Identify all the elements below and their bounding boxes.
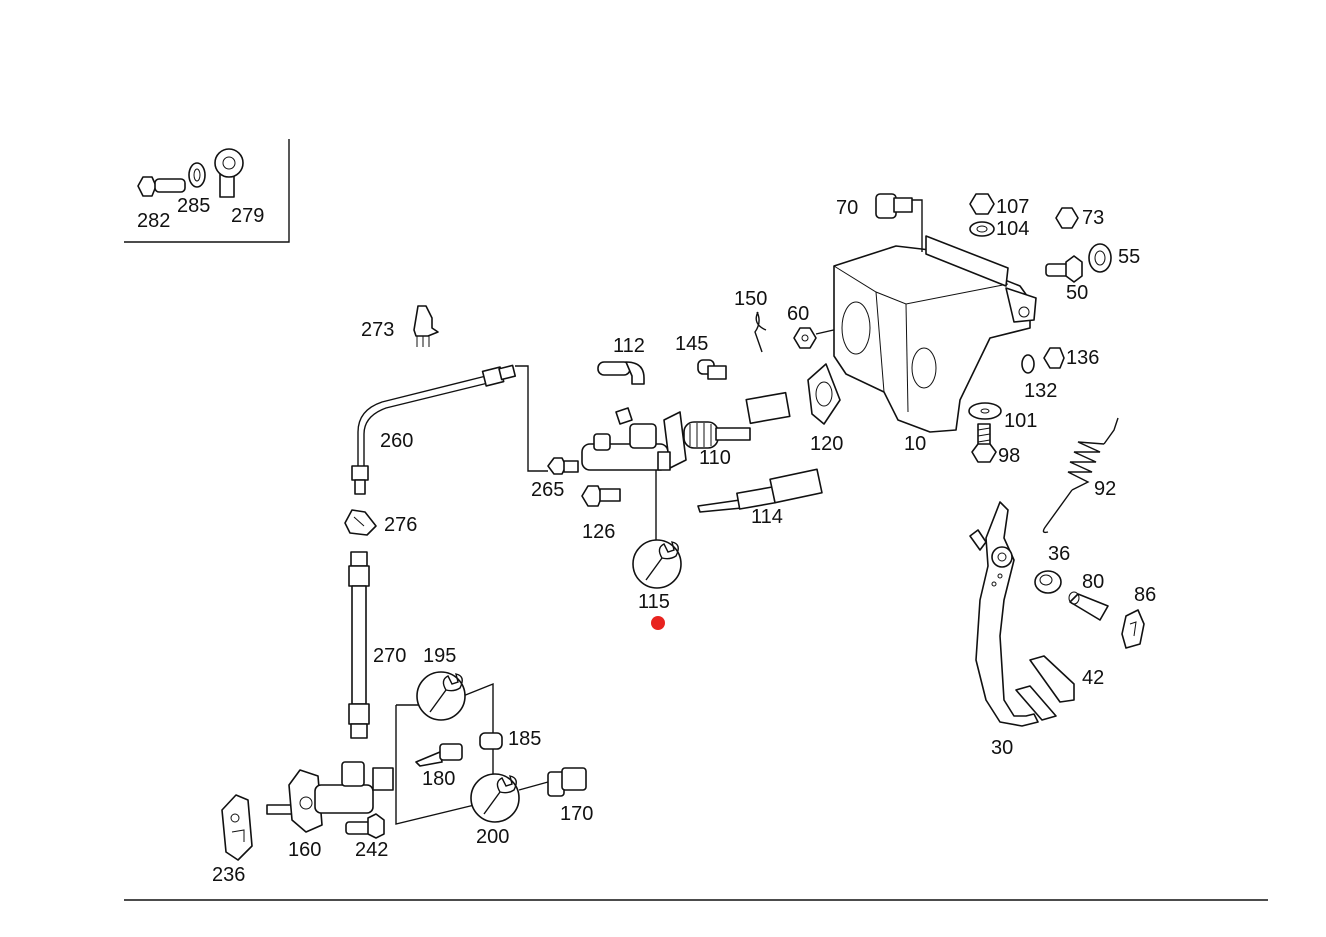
label-55: 55 [1118,246,1140,268]
label-42: 42 [1082,667,1104,689]
label-195: 195 [423,645,456,667]
label-70: 70 [836,197,858,219]
part-170-fitting[interactable] [547,767,587,797]
part-104-washer[interactable] [969,221,995,237]
part-86-clip[interactable] [1121,609,1145,649]
part-60-nut[interactable] [793,327,817,349]
part-110-master-cylinder[interactable] [581,391,791,471]
part-112-elbow-fitting[interactable] [597,361,645,385]
part-107-nut[interactable] [969,193,995,215]
label-180: 180 [422,768,455,790]
part-136-nut[interactable] [1043,347,1065,369]
label-60: 60 [787,303,809,325]
part-185-cap[interactable] [479,732,503,750]
wrench-icon [483,775,517,815]
label-150: 150 [734,288,767,310]
part-276-bracket[interactable] [344,509,377,536]
label-126: 126 [582,521,615,543]
label-114: 114 [751,506,783,528]
label-86: 86 [1134,584,1156,606]
inset-box: 282 285 279 [124,139,290,243]
label-107: 107 [996,196,1029,218]
label-145: 145 [675,333,708,355]
part-180-bleeder-screw[interactable] [415,743,463,767]
label-276: 276 [384,514,417,536]
label-112: 112 [613,335,645,357]
label-73: 73 [1082,207,1104,229]
part-42-pedal-pad[interactable] [1029,655,1075,703]
part-55-bushing[interactable] [1088,243,1112,273]
part-115-wrench-symbol [632,539,682,589]
label-120: 120 [810,433,843,455]
wrench-icon [645,541,679,581]
label-136: 136 [1066,347,1099,369]
part-279-banjo-fitting[interactable] [214,148,244,198]
label-279: 279 [231,205,264,227]
label-80: 80 [1082,571,1104,593]
part-270-hose[interactable] [348,551,370,739]
part-126-bolt[interactable] [581,485,621,507]
label-200: 200 [476,826,509,848]
part-30-clutch-pedal[interactable] [969,501,1057,727]
hotspot-marker[interactable] [651,616,665,630]
label-36: 36 [1048,543,1070,565]
label-101: 101 [1004,410,1037,432]
part-120-gasket[interactable] [807,363,841,425]
label-92: 92 [1094,478,1116,500]
label-242: 242 [355,839,388,861]
label-98: 98 [998,445,1020,467]
part-132-washer[interactable] [1021,354,1035,374]
part-282-banjo-bolt[interactable] [137,176,186,197]
part-73-nut[interactable] [1055,207,1079,229]
part-92-return-spring[interactable] [1042,417,1119,534]
label-265: 265 [531,479,564,501]
part-200-wrench-symbol [470,773,520,823]
part-98-bolt[interactable] [971,423,997,463]
label-30: 30 [991,737,1013,759]
part-36-bushing[interactable] [1034,570,1062,594]
label-170: 170 [560,803,593,825]
label-270: 270 [373,645,406,667]
part-195-wrench-symbol [416,671,466,721]
part-50-bolt[interactable] [1045,255,1083,283]
label-185: 185 [508,728,541,750]
part-236-bracket-plate[interactable] [221,794,253,861]
label-236: 236 [212,864,245,886]
part-145-screw[interactable] [697,359,727,380]
label-115: 115 [638,591,670,613]
part-10-pedal-bracket[interactable] [833,235,1037,433]
label-132: 132 [1024,380,1057,402]
label-104: 104 [996,218,1029,240]
label-260: 260 [380,430,413,452]
part-150-split-pin[interactable] [754,311,767,353]
part-101-washer[interactable] [968,402,1002,420]
part-260-brake-line[interactable] [351,364,517,495]
part-265-bolt[interactable] [547,457,579,475]
part-273-clip[interactable] [413,305,439,347]
part-160-slave-cylinder[interactable] [266,761,394,833]
label-160: 160 [288,839,321,861]
label-50: 50 [1066,282,1088,304]
label-285: 285 [177,195,210,217]
label-273: 273 [361,319,394,341]
part-242-bolt[interactable] [345,813,385,839]
label-110: 110 [699,447,731,469]
part-80-sleeve[interactable] [1068,591,1109,621]
label-282: 282 [137,210,170,232]
label-10: 10 [904,433,926,455]
part-114-push-rod[interactable] [697,468,823,513]
part-285-seal-ring[interactable] [188,162,206,188]
wrench-icon [429,673,463,713]
part-70-switch[interactable] [875,193,913,219]
